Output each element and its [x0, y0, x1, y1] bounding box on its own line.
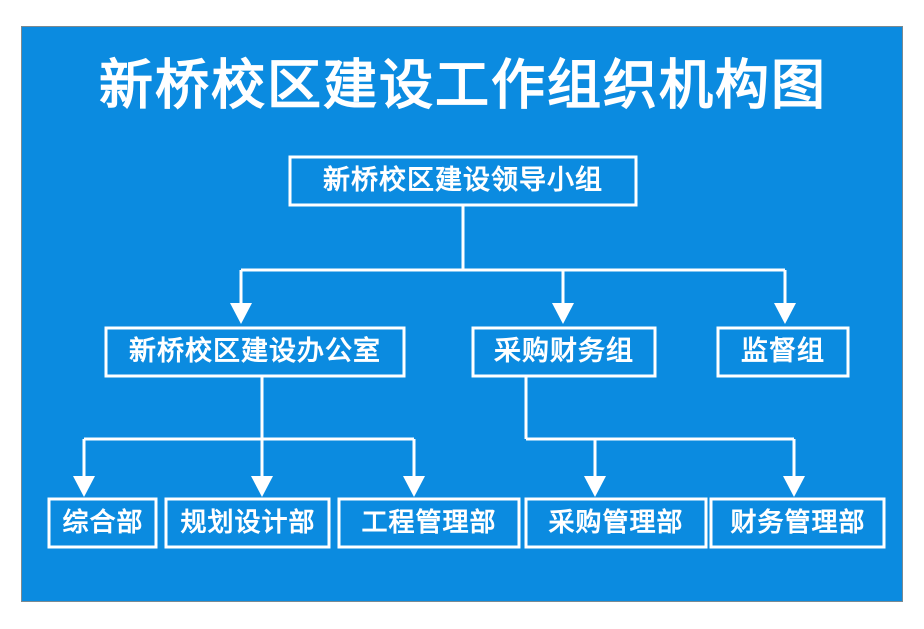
- arrow-head-general-department: [73, 476, 95, 497]
- node-procurement-finance-group-label: 采购财务组: [494, 335, 634, 366]
- node-construction-office-label: 新桥校区建设办公室: [129, 335, 381, 366]
- node-leading-group-box[interactable]: [288, 155, 638, 207]
- node-general-department-box[interactable]: [47, 497, 158, 549]
- arrow-head-engineering-management-department: [403, 476, 425, 497]
- node-finance-management-department-label: 财务管理部: [730, 507, 865, 537]
- node-engineering-management-department[interactable]: 工程管理部: [337, 497, 521, 549]
- arrow-head-finance-management-department: [783, 476, 805, 497]
- node-planning-design-department[interactable]: 规划设计部: [164, 497, 331, 549]
- connector-layer: [73, 205, 805, 497]
- page-title: 新桥校区建设工作组织机构图: [99, 55, 827, 115]
- node-general-department[interactable]: 综合部: [47, 497, 158, 549]
- node-procurement-management-department[interactable]: 采购管理部: [524, 497, 708, 549]
- organization-chart-poster: 新桥校区建设工作组织机构图: [21, 26, 903, 602]
- node-leading-group-label: 新桥校区建设领导小组: [323, 164, 603, 195]
- arrow-head-procurement-finance-group: [552, 303, 574, 324]
- node-construction-office[interactable]: 新桥校区建设办公室: [104, 326, 406, 378]
- node-general-department-label: 综合部: [62, 507, 143, 537]
- node-leading-group[interactable]: 新桥校区建设领导小组: [288, 155, 638, 207]
- arrow-head-procurement-management-department: [584, 476, 606, 497]
- node-finance-management-department-box[interactable]: [709, 497, 886, 549]
- node-engineering-management-department-box[interactable]: [337, 497, 521, 549]
- node-procurement-finance-group-box[interactable]: [471, 326, 657, 378]
- org-chart-canvas: 新桥校区建设工作组织机构图: [47, 55, 886, 549]
- node-supervision-group-box[interactable]: [716, 326, 850, 378]
- node-construction-office-box[interactable]: [104, 326, 406, 378]
- node-finance-management-department[interactable]: 财务管理部: [709, 497, 886, 549]
- node-procurement-finance-group[interactable]: 采购财务组: [471, 326, 657, 378]
- arrow-head-supervision-group: [774, 303, 796, 324]
- node-supervision-group-label: 监督组: [741, 335, 825, 366]
- node-procurement-management-department-box[interactable]: [524, 497, 708, 549]
- node-supervision-group[interactable]: 监督组: [716, 326, 850, 378]
- node-procurement-management-department-label: 采购管理部: [548, 507, 683, 537]
- node-planning-design-department-label: 规划设计部: [180, 507, 315, 537]
- node-engineering-management-department-label: 工程管理部: [361, 507, 496, 537]
- node-planning-design-department-box[interactable]: [164, 497, 331, 549]
- arrow-head-construction-office: [230, 303, 252, 324]
- arrow-head-planning-design-department: [251, 476, 273, 497]
